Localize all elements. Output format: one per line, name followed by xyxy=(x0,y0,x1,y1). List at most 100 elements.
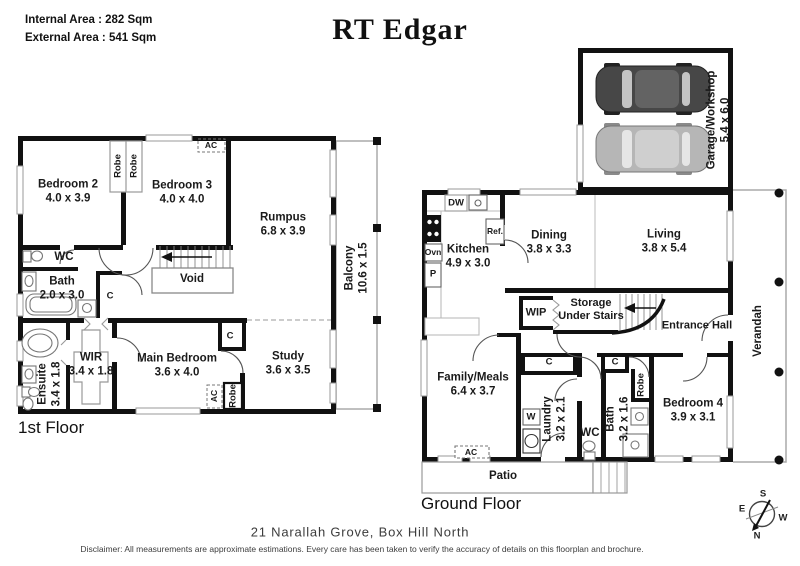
room-dims: 4.9 x 3.0 xyxy=(445,257,491,269)
room-name: Bedroom 4 xyxy=(662,397,724,410)
ovn-label: Ovn xyxy=(424,246,442,257)
room-dims: 4.0 x 4.0 xyxy=(159,193,205,205)
internal-area-text: Internal Area : 282 Sqm xyxy=(25,14,153,26)
ground-floor-stairs xyxy=(611,294,666,335)
room-name: Main Bedroom xyxy=(137,352,217,365)
washer-label: W xyxy=(526,411,536,423)
room-name: WIR xyxy=(79,351,103,364)
pantry-label: P xyxy=(429,268,437,280)
room-label-bedroom2: Bedroom 2 4.0 x 3.9 xyxy=(38,178,98,205)
room-label-laundry: Laundry 3.2 x 2.1 xyxy=(541,396,568,441)
room-label-kitchen: Kitchen 4.9 x 3.0 xyxy=(446,243,491,270)
room-name: Dining xyxy=(531,229,567,242)
first-floor-stairs xyxy=(151,246,234,294)
room-name: Bath xyxy=(604,406,617,432)
compass-east: E xyxy=(738,503,746,515)
wip-label: WIP xyxy=(525,306,547,319)
kitchen-fixtures xyxy=(424,194,505,336)
robe-label-bottom: Robe xyxy=(227,384,239,408)
room-name: Bedroom 3 xyxy=(151,179,213,192)
car-icon-dark xyxy=(595,63,711,115)
room-dims: 4.0 x 3.9 xyxy=(45,192,91,204)
room-name: Balcony xyxy=(343,245,356,291)
room-dims: 3.9 x 3.1 xyxy=(670,411,716,423)
cupboard-label-g2: C xyxy=(611,356,619,368)
storage-label: Storage Under Stairs xyxy=(558,297,623,323)
compass-south: S xyxy=(759,488,767,500)
first-floor-fixtures xyxy=(21,250,97,411)
entrance-hall-label: Entrance Hall xyxy=(661,319,733,332)
room-label-main-bedroom: Main Bedroom 3.6 x 4.0 xyxy=(137,352,217,379)
room-dims: 3.2 x 1.6 xyxy=(618,396,630,442)
room-dims: 3.4 x 1.8 xyxy=(68,365,114,377)
ac-label-bottom: AC xyxy=(208,389,219,403)
room-label-bedroom3: Bedroom 3 4.0 x 4.0 xyxy=(152,179,212,206)
room-name: Rumpus xyxy=(260,211,306,224)
room-label-bath1: Bath 2.0 x 3.0 xyxy=(40,275,85,302)
room-label-living: Living 3.8 x 5.4 xyxy=(642,228,687,255)
compass-north: N xyxy=(753,530,761,542)
room-dims: 10.6 x 1.5 xyxy=(357,242,369,294)
room-name: Bedroom 2 xyxy=(37,178,99,191)
room-label-family-meals: Family/Meals 6.4 x 3.7 xyxy=(437,371,509,398)
room-label-bedroom4: Bedroom 4 3.9 x 3.1 xyxy=(663,397,723,424)
room-name: Kitchen xyxy=(446,243,490,256)
agency-logo: RT Edgar xyxy=(332,13,468,46)
first-floor-title: 1st Floor xyxy=(18,418,85,437)
room-label-wir: WIR 3.4 x 1.8 xyxy=(69,351,114,378)
robe-label-right: Robe xyxy=(128,154,140,178)
room-label-bath2: Bath 3.2 x 1.6 xyxy=(604,397,631,442)
wc-label-ground: WC xyxy=(580,427,600,440)
storage-line1: Storage xyxy=(570,297,612,310)
first-floor-dashed-items xyxy=(197,138,331,409)
dw-label: DW xyxy=(448,197,464,209)
room-label-dining: Dining 3.8 x 3.3 xyxy=(527,229,572,256)
garage-walls xyxy=(578,48,733,192)
room-name: Living xyxy=(647,228,681,241)
disclaimer-text: Disclaimer: All measurements are approxi… xyxy=(80,544,644,554)
void-label: Void xyxy=(179,273,205,286)
room-label-balcony: Balcony 10.6 x 1.5 xyxy=(343,242,370,293)
garage-window xyxy=(576,124,584,183)
room-dims: 3.8 x 5.4 xyxy=(641,242,687,254)
room-name: Laundry xyxy=(541,396,554,442)
room-dims: 2.0 x 3.0 xyxy=(39,289,85,301)
room-dims: 3.2 x 2.1 xyxy=(555,396,567,442)
first-floor-closets xyxy=(73,140,244,411)
verandah-label: Verandah xyxy=(752,305,765,357)
room-name: Ensuite xyxy=(36,363,49,405)
verandah-structure xyxy=(733,188,787,465)
room-label-study: Study 3.6 x 3.5 xyxy=(266,350,311,377)
external-area-text: External Area : 541 Sqm xyxy=(25,32,157,44)
ground-floor-doors xyxy=(472,239,729,458)
compass-west: W xyxy=(778,512,788,524)
ground-floor-fixtures xyxy=(454,195,649,461)
patio-label: Patio xyxy=(488,470,518,483)
room-name: Bath xyxy=(49,275,75,288)
patio-structure xyxy=(421,461,628,494)
room-label-ensuite: Ensuite 3.4 x 1.8 xyxy=(36,362,63,407)
room-name: Garage/Workshop xyxy=(705,70,718,170)
room-label-rumpus: Rumpus 6.8 x 3.9 xyxy=(260,211,306,238)
first-floor-doors xyxy=(59,247,244,374)
room-dims: 3.6 x 4.0 xyxy=(154,366,200,378)
property-address: 21 Narallah Grove, Box Hill North xyxy=(250,524,470,540)
robe-label-left: Robe xyxy=(112,154,124,178)
wc-label: WC xyxy=(54,251,74,264)
cupboard-label-2: C xyxy=(226,330,234,342)
cupboard-label-1: C xyxy=(106,290,114,302)
room-dims: 6.4 x 3.7 xyxy=(450,385,496,397)
ac-label-ground: AC xyxy=(464,446,478,457)
room-name: Family/Meals xyxy=(437,371,509,384)
compass-icon xyxy=(745,499,779,531)
room-label-garage: Garage/Workshop 5.4 x 6.0 xyxy=(705,71,732,170)
ac-label-top: AC xyxy=(204,139,218,150)
first-floor-windows xyxy=(16,134,337,415)
ref-label: Ref. xyxy=(486,225,504,236)
room-dims: 3.8 x 3.3 xyxy=(526,243,572,255)
room-dims: 5.4 x 6.0 xyxy=(719,97,731,143)
robe-label-bed4: Robe xyxy=(635,373,647,397)
room-dims: 6.8 x 3.9 xyxy=(260,225,306,237)
